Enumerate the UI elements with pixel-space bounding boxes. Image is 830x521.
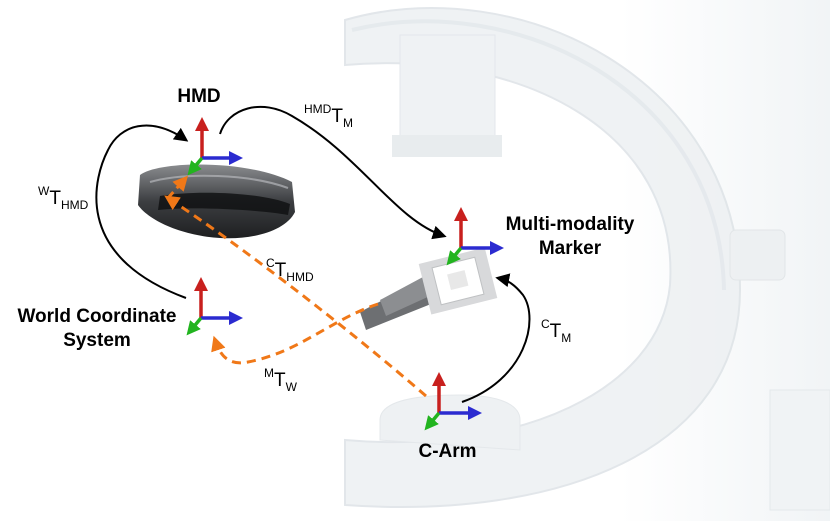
c-t-hmd-arrow	[164, 195, 427, 398]
hmd-t-m-arrow	[219, 106, 447, 240]
hmd-frame	[187, 117, 243, 176]
m-t-w-arrow	[211, 302, 379, 365]
hmd-t-m-label: HMDTM	[304, 102, 353, 130]
marker-frame	[446, 207, 504, 266]
world-label: World Coordinate System	[2, 305, 192, 353]
world-frame	[186, 277, 243, 336]
marker-label-line1: Multi-modality	[505, 214, 635, 235]
c-t-m-arrow	[461, 273, 531, 403]
hmd-headset	[138, 164, 295, 239]
c-arm-device	[344, 7, 830, 511]
c-t-hmd-arrow-head	[166, 175, 189, 200]
w-t-hmd-arrow	[95, 124, 189, 299]
m-t-w-label: MTW	[264, 366, 297, 394]
marker-probe	[360, 247, 498, 330]
marker-label-line2: Marker	[538, 238, 602, 259]
world-label-line2: System	[63, 330, 131, 351]
c-t-hmd-label: CTHMD	[266, 256, 314, 284]
marker-label: Multi-modality Marker	[490, 213, 650, 261]
w-t-hmd-label: WTHMD	[38, 184, 89, 212]
carm-frame	[424, 372, 482, 431]
carm-label: C-Arm	[418, 441, 477, 462]
c-t-m-label: CTM	[541, 317, 572, 345]
world-label-line1: World Coordinate	[17, 306, 177, 327]
hmd-label: HMD	[177, 86, 221, 107]
